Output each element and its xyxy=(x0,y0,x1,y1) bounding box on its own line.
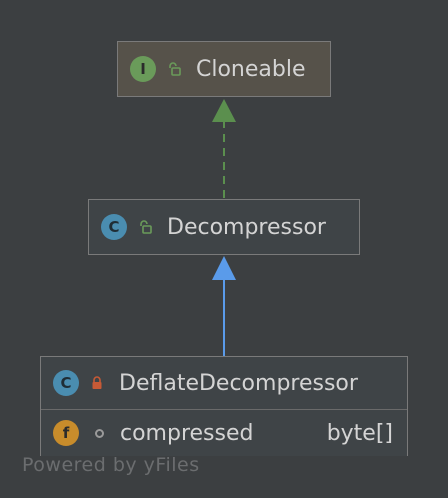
class-icon: C xyxy=(101,214,127,240)
field-name: compressed xyxy=(120,420,254,446)
node-cloneable[interactable]: I Cloneable xyxy=(117,41,331,97)
interface-icon: I xyxy=(130,56,156,82)
field-row-compressed[interactable]: f compressed byte[] xyxy=(41,409,407,456)
node-deflate-name: DeflateDecompressor xyxy=(119,370,358,396)
edge-implements xyxy=(212,99,236,198)
field-icon: f xyxy=(53,420,79,446)
public-lock-icon xyxy=(166,61,182,77)
node-cloneable-name: Cloneable xyxy=(196,56,306,82)
public-lock-icon xyxy=(137,219,153,235)
node-decompressor[interactable]: C Decompressor xyxy=(88,199,360,255)
implements-arrowhead xyxy=(212,99,236,122)
package-visibility-icon xyxy=(95,428,104,438)
extends-arrowhead xyxy=(212,256,236,280)
node-deflate-decompressor[interactable]: C DeflateDecompressor f compressed byte[… xyxy=(40,356,408,456)
watermark: Powered by yFiles xyxy=(22,454,200,476)
private-lock-icon xyxy=(89,375,105,391)
edge-extends xyxy=(212,256,236,356)
node-decompressor-header: C Decompressor xyxy=(89,200,359,254)
class-icon: C xyxy=(53,370,79,396)
node-deflate-header: C DeflateDecompressor xyxy=(41,357,407,409)
node-cloneable-header: I Cloneable xyxy=(118,42,330,96)
node-decompressor-name: Decompressor xyxy=(167,214,326,240)
field-type: byte[] xyxy=(326,420,393,446)
